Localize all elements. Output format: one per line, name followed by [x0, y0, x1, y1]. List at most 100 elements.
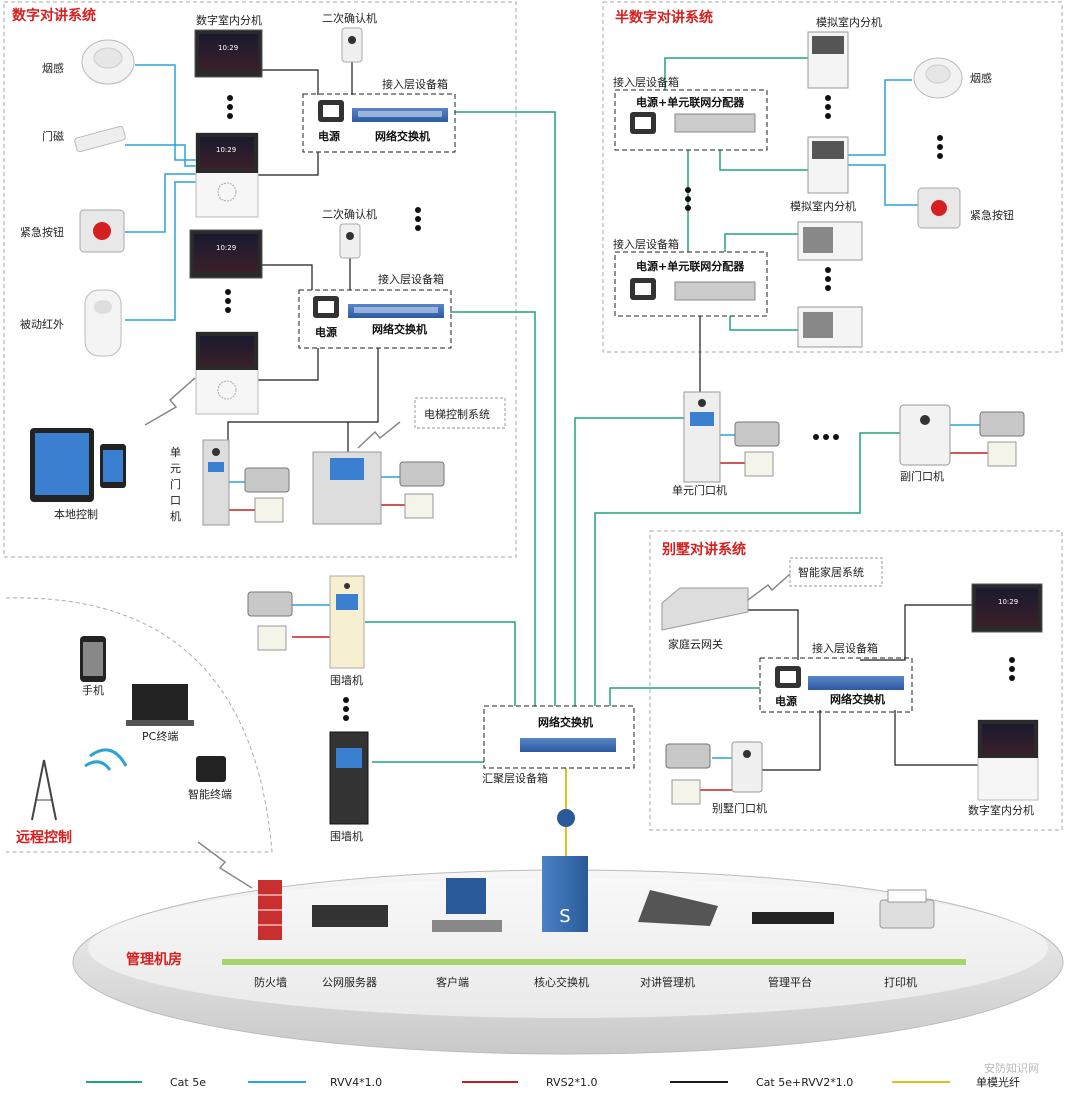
- access-box1-label: 接入层设备箱: [382, 77, 448, 91]
- exit-button-icon: [671, 779, 701, 805]
- power-icon: [775, 666, 801, 688]
- switch-icon: [348, 304, 444, 318]
- villa-indoor-2: [977, 719, 1039, 801]
- legend-label: RVS2*1.0: [546, 1076, 598, 1089]
- confirm2-label: 二次确认机: [322, 207, 377, 221]
- legend-label: 单模光纤: [976, 1075, 1020, 1089]
- server-icon: [312, 905, 388, 927]
- power-label: 电源: [318, 129, 340, 143]
- exit-button-icon: [987, 441, 1017, 467]
- cable-access1-agg: [455, 111, 556, 706]
- cable-unitdoor-agg: [574, 417, 690, 706]
- svg-text:10:29: 10:29: [216, 146, 236, 154]
- power-dist-label: 电源+单元联网分配器: [636, 259, 745, 273]
- remote-title: 远程控制: [16, 829, 72, 846]
- unit-door-station-2: [683, 391, 721, 483]
- server-label: 公网服务器: [322, 976, 377, 989]
- semi-access1-label: 接入层设备箱: [613, 75, 679, 89]
- wireless-icon: [144, 377, 196, 426]
- access-box2-label: 接入层设备箱: [378, 272, 444, 286]
- intercom-mgr-label: 对讲管理机: [640, 975, 695, 989]
- client-pc-icon: [432, 878, 502, 932]
- villa-access-box: [759, 657, 913, 713]
- exit-button-icon: [254, 497, 284, 523]
- exit-button-icon: [404, 493, 434, 519]
- indoor-monitor-3: 10:29: [189, 229, 263, 279]
- indoor-monitor-2: 10:29: [195, 132, 259, 218]
- semi-access-box-2: [614, 251, 768, 317]
- villa-indoor-label: 数字室内分机: [968, 803, 1034, 817]
- dots-7: [937, 135, 943, 159]
- platform-icon: [752, 912, 834, 924]
- wall-station-2: [329, 731, 369, 825]
- wall2-label: 围墙机: [330, 829, 363, 843]
- access-box-1: [302, 93, 456, 153]
- semi-title: 半数字对讲系统: [615, 9, 713, 26]
- dots-2: [225, 289, 231, 313]
- power-label: 电源: [315, 325, 337, 339]
- digital-indoor-label: 数字室内分机: [196, 13, 262, 27]
- switch-icon: [352, 108, 448, 122]
- villa-door-label: 别墅门口机: [712, 801, 767, 815]
- phone-label: 手机: [82, 683, 104, 697]
- power-icon: [630, 278, 656, 300]
- cable-access2-agg: [450, 311, 536, 706]
- printer-icon: [879, 889, 935, 929]
- analog-indoor-1: [807, 31, 849, 89]
- analog-indoor-4: [797, 306, 863, 348]
- elevator-door-station: [312, 451, 382, 525]
- villa-title: 别墅对讲系统: [661, 541, 746, 558]
- villa-door-station: [731, 741, 763, 793]
- semi-access2-label: 接入层设备箱: [613, 237, 679, 251]
- power-icon: [318, 100, 344, 122]
- phone-icon: [100, 444, 126, 488]
- mgmt-title: 管理机房: [126, 951, 182, 968]
- unit-door-v-label: 单元门口机: [170, 446, 181, 523]
- mgmt-platform-label: 管理平台: [768, 975, 812, 989]
- svg-text:10:29: 10:29: [998, 598, 1018, 606]
- smoke-label: 烟感: [42, 61, 64, 75]
- elevator-label: 电梯控制系统: [424, 407, 490, 421]
- printer-label: 打印机: [884, 975, 917, 989]
- emergency-button-icon: [79, 209, 125, 253]
- unit-door-label: 单元门口机: [672, 483, 727, 497]
- distributor-icon: [674, 281, 756, 301]
- pc-label: PC终端: [142, 729, 178, 743]
- legend: Cat 5e RVV4*1.0 RVS2*1.0 Cat 5e+RVV2*1.0…: [86, 1075, 1020, 1089]
- lock-icon: [979, 411, 1025, 437]
- digital-section-frame: [3, 1, 517, 558]
- power-icon: [630, 112, 656, 134]
- laptop-icon: [126, 684, 194, 726]
- smoke-detector-icon: [913, 57, 963, 99]
- analog-indoor-top-label: 模拟室内分机: [816, 15, 882, 29]
- dots-10: [343, 697, 349, 721]
- access-box-2: [298, 289, 452, 349]
- smoke2-label: 烟感: [970, 71, 992, 85]
- agg-box: [483, 705, 635, 769]
- local-ctrl-label: 本地控制: [54, 507, 98, 521]
- power-icon: [313, 296, 339, 318]
- dots-5: [825, 95, 831, 119]
- intercom-manager-icon: [638, 890, 718, 926]
- emergency-label: 紧急按钮: [20, 225, 64, 239]
- dots-8: [813, 434, 839, 440]
- semi-access-box-1: [614, 89, 768, 151]
- emergency2-label: 紧急按钮: [970, 208, 1014, 222]
- switch-icon: [808, 676, 904, 690]
- cable-wall1-agg: [365, 621, 516, 706]
- indoor-monitor-1: 10:29: [194, 29, 263, 78]
- door-magnet-icon: [74, 125, 126, 153]
- sub-door-station: [899, 404, 951, 466]
- mobile-icon: [80, 636, 106, 682]
- core-switch-icon: S: [542, 856, 588, 932]
- fiber-converter-icon: [557, 809, 575, 827]
- legend-label: Cat 5e+RVV2*1.0: [756, 1076, 853, 1089]
- wall-station-1: [329, 575, 365, 669]
- digital-title: 数字对讲系统: [12, 7, 96, 24]
- agg-box-label: 汇聚层设备箱: [482, 771, 548, 785]
- firewall-label: 防火墙: [254, 975, 287, 989]
- firewall-icon: [258, 880, 282, 940]
- villa-access-label: 接入层设备箱: [812, 641, 878, 655]
- wall1-label: 围墙机: [330, 673, 363, 687]
